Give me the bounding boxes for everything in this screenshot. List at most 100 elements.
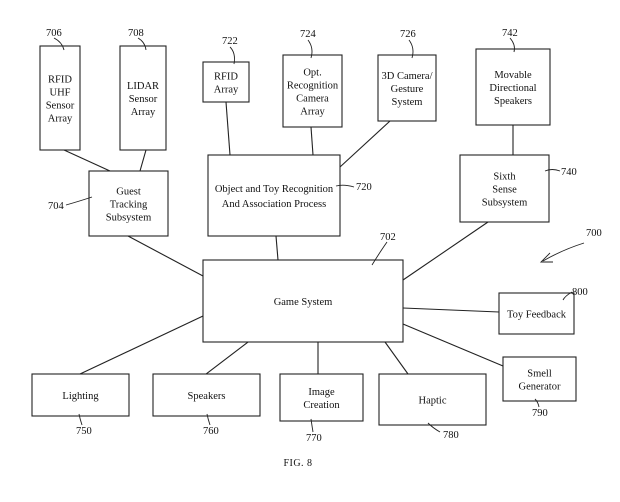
box-label-line: Object and Toy Recognition bbox=[215, 184, 334, 195]
connector-line bbox=[205, 341, 249, 375]
box-label-line: Directional bbox=[489, 83, 536, 94]
box-label-line: Movable bbox=[494, 70, 532, 81]
reference-arrow-line bbox=[542, 242, 585, 262]
box-label-line: Smell bbox=[527, 369, 552, 380]
box-label-line: Array bbox=[300, 107, 325, 118]
box-label-line: RFID bbox=[48, 75, 72, 86]
box-label-line: Image bbox=[308, 387, 335, 398]
reference-leader-line bbox=[427, 422, 441, 433]
box-frame bbox=[502, 356, 577, 402]
reference-number: 780 bbox=[443, 430, 459, 441]
reference-leader-line bbox=[544, 169, 561, 172]
reference-number: 770 bbox=[306, 433, 322, 444]
box-label-line: Gesture bbox=[391, 84, 424, 95]
box-label-line: RFID bbox=[214, 72, 238, 83]
reference-leader-line bbox=[562, 291, 573, 301]
box-frame bbox=[152, 373, 261, 417]
box-label-line: Array bbox=[131, 107, 156, 118]
reference-leader-line bbox=[137, 37, 147, 51]
reference-leader-line bbox=[335, 184, 355, 188]
reference-number: 742 bbox=[502, 28, 518, 39]
box-label-line: LIDAR bbox=[127, 81, 159, 92]
box-label-line: Opt. bbox=[303, 68, 321, 79]
reference-leader-line bbox=[371, 241, 388, 266]
box-label-line: Generator bbox=[519, 382, 561, 393]
reference-number: 740 bbox=[561, 167, 577, 178]
reference-arrow-head bbox=[539, 252, 553, 263]
reference-number: 760 bbox=[203, 426, 219, 437]
connector-line bbox=[139, 149, 147, 172]
reference-number: 724 bbox=[300, 29, 317, 40]
box-label-line: Subsystem bbox=[106, 213, 152, 224]
box-label-line: Camera bbox=[296, 94, 329, 105]
box-label-line: Guest bbox=[116, 187, 141, 198]
figure-caption: FIG. 8 bbox=[283, 458, 312, 469]
box-label-line: Lighting bbox=[62, 391, 99, 402]
connector-line bbox=[384, 341, 409, 375]
box-label-line: UHF bbox=[49, 88, 70, 99]
reference-leader-line bbox=[229, 46, 235, 65]
box-frame bbox=[202, 61, 250, 103]
box-label-line: Sensor bbox=[46, 101, 75, 112]
connector-line bbox=[225, 101, 231, 156]
box-label-line: Array bbox=[48, 114, 73, 125]
box-frame bbox=[39, 45, 81, 151]
box-frame bbox=[202, 259, 404, 343]
diagram-ref-label: 700 bbox=[586, 228, 602, 239]
connector-lines bbox=[63, 101, 514, 375]
connector-line bbox=[339, 120, 391, 168]
box-label-line: Sixth bbox=[493, 172, 516, 183]
reference-leader-line bbox=[310, 418, 314, 433]
box-frame bbox=[119, 45, 167, 151]
connector-line bbox=[127, 235, 204, 277]
box-label-line: And Association Process bbox=[222, 199, 326, 210]
connector-line bbox=[402, 221, 489, 281]
reference-number: 706 bbox=[46, 28, 62, 39]
reference-leader-line bbox=[78, 413, 83, 426]
connector-line bbox=[402, 323, 504, 367]
box-label-line: 3D Camera/ bbox=[381, 71, 432, 82]
box-label-line: Game System bbox=[274, 297, 333, 308]
box-game-system: Game System 702 bbox=[202, 232, 404, 343]
reference-leader-line bbox=[65, 196, 93, 206]
reference-number: 726 bbox=[400, 29, 416, 40]
box-label-line: Subsystem bbox=[482, 198, 528, 209]
reference-number: 702 bbox=[380, 232, 396, 243]
reference-leader-line bbox=[534, 398, 540, 408]
box-label-line: Sense bbox=[492, 185, 517, 196]
reference-number: 790 bbox=[532, 408, 548, 419]
reference-leader-line bbox=[53, 37, 65, 51]
connector-line bbox=[275, 235, 279, 261]
box-label-line: System bbox=[392, 97, 423, 108]
box-frame bbox=[282, 54, 343, 128]
reference-leader-line bbox=[408, 39, 414, 59]
box-label-line: Sensor bbox=[129, 94, 158, 105]
connector-line bbox=[310, 126, 314, 156]
box-frame bbox=[498, 292, 575, 335]
reference-number: 720 bbox=[356, 182, 372, 193]
box-frame bbox=[207, 154, 341, 237]
box-frame bbox=[378, 373, 487, 426]
connector-line bbox=[79, 315, 204, 375]
box-frame bbox=[279, 373, 364, 422]
reference-leader-line bbox=[206, 413, 211, 426]
box-frame bbox=[377, 54, 437, 122]
box-label-line: Speakers bbox=[188, 391, 226, 402]
box-label-line: Toy Feedback bbox=[507, 310, 567, 321]
connector-line bbox=[63, 149, 111, 172]
reference-number: 704 bbox=[48, 201, 65, 212]
box-frame bbox=[475, 48, 551, 126]
box-label-line: Tracking bbox=[110, 200, 148, 211]
